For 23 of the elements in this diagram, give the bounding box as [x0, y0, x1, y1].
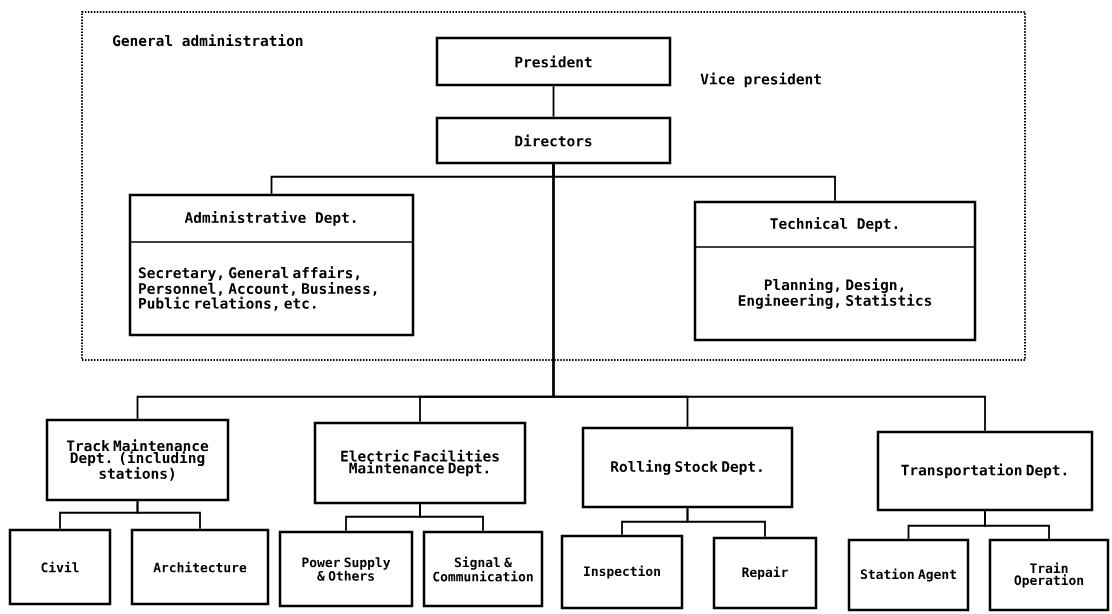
department-box: Technical Dept. Planning, Design, Engineering, Statistics	[693, 200, 977, 342]
department-box: Directors	[435, 116, 672, 165]
department-box: Train Operation	[988, 538, 1110, 612]
department-box: Power Supply & Others	[278, 530, 414, 608]
connector-line	[686, 507, 766, 538]
department-box: Track Maintenance Dept. (including stations)	[45, 418, 230, 502]
connector-line	[552, 163, 986, 432]
department-box: Electric Facilities Maintenance Dept.	[313, 421, 527, 505]
department-box: Inspection	[560, 534, 684, 610]
department-box: Signal & Communication	[422, 530, 544, 608]
department-box: Administrative Dept. Secretary, General affairs, Personnel, Account, Business, Public relations, etc.	[128, 193, 415, 337]
department-box: Repair	[712, 536, 818, 610]
department-box: Rolling Stock Dept.	[581, 426, 794, 509]
note-text: Vice president	[700, 72, 821, 88]
department-box: President	[435, 36, 672, 87]
department-box: Station Agent	[847, 538, 970, 612]
connector-line	[552, 85, 555, 118]
department-box: Transportation Dept.	[876, 430, 1094, 512]
connector-line	[136, 500, 201, 530]
department-box: Civil	[8, 528, 112, 606]
connector-line	[419, 503, 484, 532]
connector-line	[984, 510, 1050, 540]
department-box: Architecture	[130, 528, 270, 606]
